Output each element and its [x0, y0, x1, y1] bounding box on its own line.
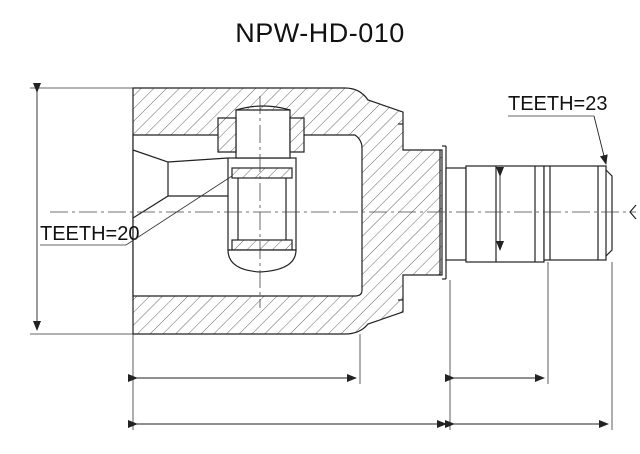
part-number-title: NPW-HD-010: [235, 18, 405, 48]
teeth-left-label: TEETH=20: [40, 223, 139, 245]
length-dimensions: [128, 262, 613, 430]
output-shaft: [445, 165, 613, 263]
teeth-right-label: TEETH=23: [508, 93, 607, 115]
height-dimension: [30, 83, 150, 335]
teeth-right-leader: [593, 115, 608, 165]
teeth-left-leader: [125, 175, 233, 246]
shaft-end-mark: [629, 204, 637, 220]
inner-hub: [217, 105, 305, 273]
